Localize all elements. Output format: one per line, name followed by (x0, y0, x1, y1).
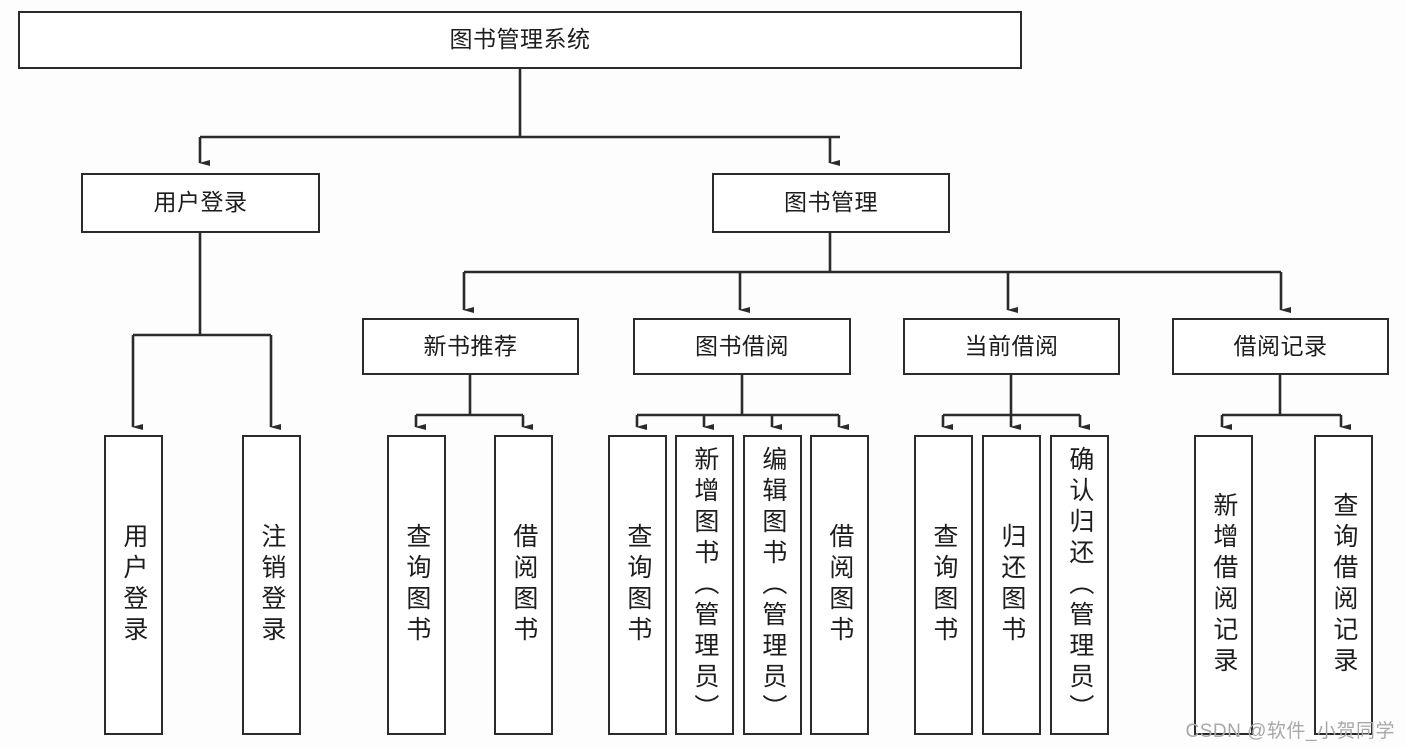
node-label: 查询图书 (623, 523, 652, 647)
node-current-borrow[interactable]: 当前借阅 (903, 318, 1120, 375)
leaf-book-borrow-3[interactable]: 借阅图书 (810, 435, 869, 735)
leaf-book-borrow-1[interactable]: 新增图书（管理员） (675, 435, 734, 735)
node-label: 查询图书 (929, 523, 958, 647)
node-label: 查询借阅记录 (1329, 492, 1358, 678)
leaf-borrow-record-1[interactable]: 查询借阅记录 (1314, 435, 1373, 735)
node-user-login[interactable]: 用户登录 (81, 173, 320, 233)
node-new-book-recommendation[interactable]: 新书推荐 (362, 318, 579, 375)
node-label: 归还图书 (997, 523, 1026, 647)
leaf-book-borrow-0[interactable]: 查询图书 (608, 435, 667, 735)
node-label: 查询图书 (402, 523, 431, 647)
node-label: 新增借阅记录 (1209, 492, 1238, 678)
csdn-watermark: CSDN @软件_小贺同学 (1185, 721, 1395, 742)
node-label: 借阅图书 (825, 523, 854, 647)
node-book-manage[interactable]: 图书管理 (712, 173, 950, 233)
node-label: 编辑图书（管理员） (758, 445, 787, 725)
leaf-current-borrow-1[interactable]: 归还图书 (982, 435, 1041, 735)
leaf-user-login-1[interactable]: 注销登录 (242, 435, 301, 735)
node-label: 注销登录 (257, 523, 286, 647)
node-label: 图书借阅 (695, 332, 789, 359)
node-label: 新书推荐 (423, 332, 518, 359)
node-label: 确认归还（管理员） (1065, 445, 1094, 725)
node-label: 用户登录 (153, 189, 248, 216)
node-root[interactable]: 图书管理系统 (18, 11, 1022, 69)
node-label: 借阅记录 (1233, 332, 1328, 359)
node-label: 用户登录 (119, 523, 148, 647)
node-label: 当前借阅 (964, 332, 1059, 359)
node-label: 图书管理系统 (449, 26, 591, 53)
node-label: 图书管理 (784, 189, 878, 216)
leaf-current-borrow-0[interactable]: 查询图书 (914, 435, 973, 735)
node-label: 新增图书（管理员） (690, 445, 719, 725)
node-book-borrow[interactable]: 图书借阅 (633, 318, 851, 375)
leaf-current-borrow-2[interactable]: 确认归还（管理员） (1050, 435, 1109, 735)
leaf-new-book-rec-1[interactable]: 借阅图书 (494, 435, 553, 735)
leaf-book-borrow-2[interactable]: 编辑图书（管理员） (743, 435, 802, 735)
node-label: 借阅图书 (509, 523, 538, 647)
node-borrow-record[interactable]: 借阅记录 (1172, 318, 1389, 375)
leaf-user-login-0[interactable]: 用户登录 (104, 435, 163, 735)
leaf-new-book-rec-0[interactable]: 查询图书 (387, 435, 446, 735)
leaf-borrow-record-0[interactable]: 新增借阅记录 (1194, 435, 1253, 735)
